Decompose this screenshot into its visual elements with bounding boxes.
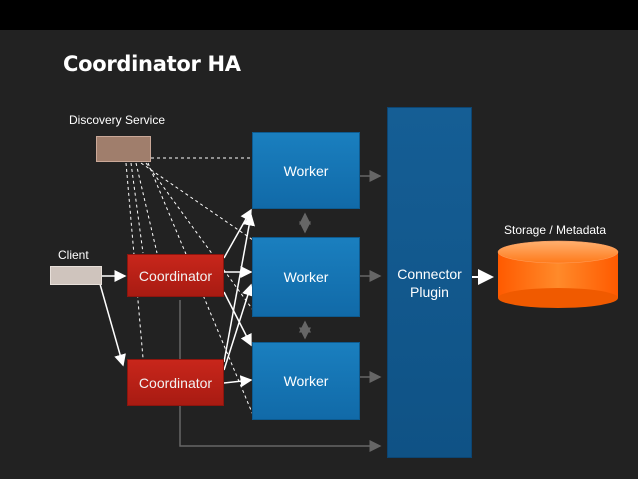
coordinator-connector-link	[179, 300, 382, 452]
coordinator-box-2: Coordinator	[127, 359, 224, 406]
slide-title: Coordinator HA	[63, 52, 241, 76]
client-label: Client	[58, 248, 89, 262]
worker-box-2: Worker	[252, 237, 360, 317]
storage-label: Storage / Metadata	[504, 223, 607, 237]
discovery-service-box	[96, 136, 151, 162]
coordinator-worker-links	[223, 208, 256, 388]
connector-plugin-box: Connector Plugin	[387, 107, 472, 458]
discovery-service-label: Discovery Service	[69, 113, 166, 127]
top-bar	[0, 0, 638, 30]
coordinator-box-1: Coordinator	[127, 254, 224, 297]
storage-cylinder-icon	[497, 240, 619, 308]
worker-connector-links	[360, 170, 382, 383]
client-box	[50, 266, 102, 285]
worker-box-1: Worker	[252, 132, 360, 209]
client-links	[99, 270, 127, 367]
worker-box-3: Worker	[252, 342, 360, 420]
